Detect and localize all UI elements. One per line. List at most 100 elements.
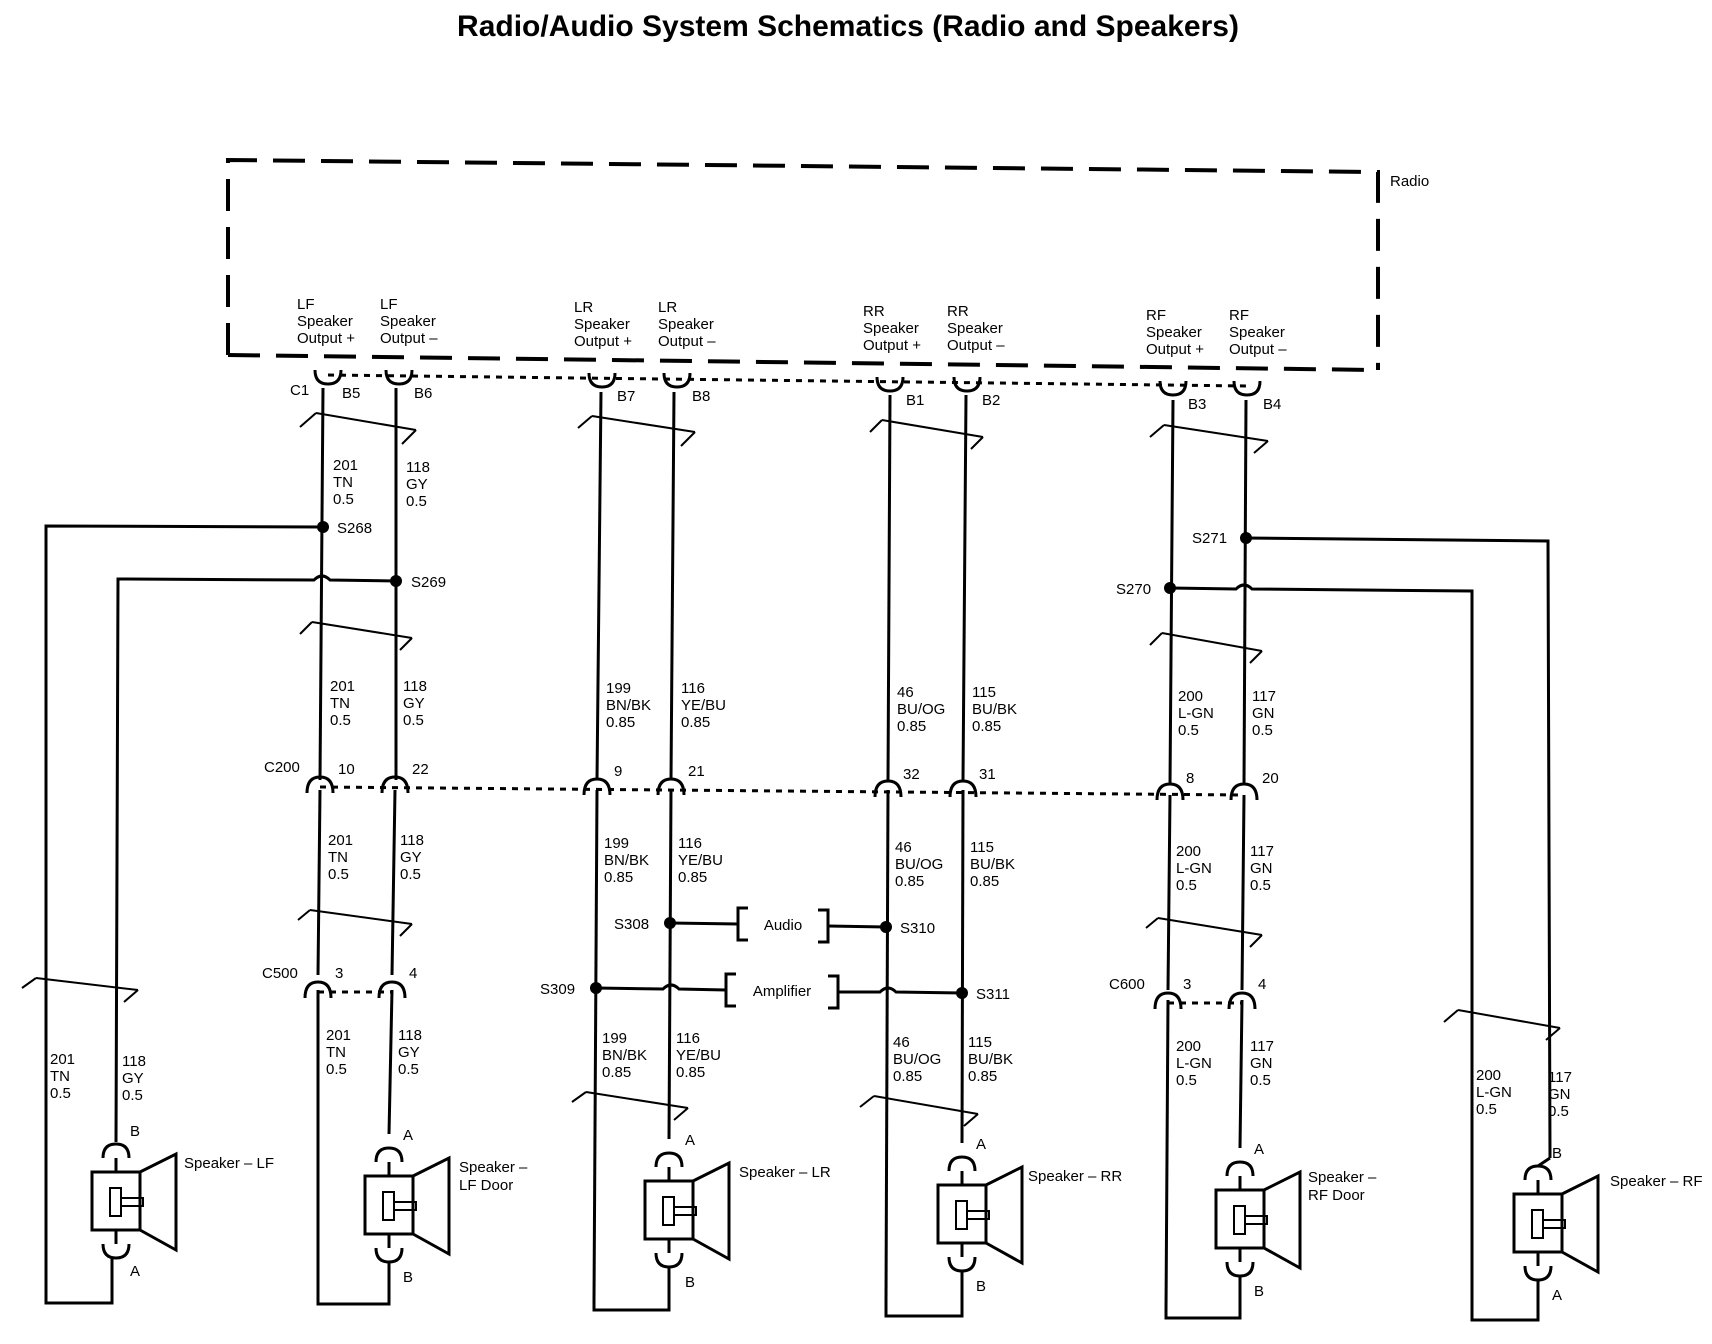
svg-text:YE/BU: YE/BU [676,1047,721,1064]
svg-text:3: 3 [335,965,343,982]
svg-text:200: 200 [1176,843,1201,860]
svg-text:0.85: 0.85 [968,1068,997,1085]
svg-text:Output –: Output – [947,337,1005,354]
pin-b6: B6 [414,385,432,402]
svg-text:Speaker: Speaker [863,320,919,337]
svg-text:0.5: 0.5 [1252,722,1273,739]
speaker-lf: B A Speaker – LF [90,1123,274,1280]
svg-text:0.5: 0.5 [1250,877,1271,894]
svg-text:GY: GY [403,695,425,712]
svg-text:117: 117 [1250,1038,1274,1055]
svg-text:GY: GY [398,1044,420,1061]
audio-box: Audio [669,906,887,944]
svg-text:199: 199 [604,835,629,852]
svg-text:0.85: 0.85 [678,869,707,886]
connector-c600: C600 3 4 [1109,976,1266,1010]
svg-text:10: 10 [338,761,355,778]
pin-b4: B4 [1263,396,1281,413]
svg-text:0.5: 0.5 [333,491,354,508]
svg-text:0.5: 0.5 [400,866,421,883]
svg-text:L-GN: L-GN [1176,1055,1212,1072]
svg-text:B: B [403,1269,413,1286]
svg-text:Speaker: Speaker [658,316,714,333]
svg-text:Output +: Output + [1146,341,1204,358]
svg-text:S310: S310 [900,920,935,937]
svg-text:117: 117 [1250,843,1274,860]
svg-text:117: 117 [1548,1069,1572,1086]
svg-text:0.5: 0.5 [1176,877,1197,894]
svg-text:0.85: 0.85 [606,714,635,731]
svg-text:A: A [1254,1141,1264,1158]
svg-text:TN: TN [50,1068,70,1085]
radio-output-rf-neg: RF Speaker Output – [1229,307,1287,358]
splice-s268: S268 [44,520,372,1305]
radio-output-rr-pos: RR Speaker Output + [863,303,921,354]
svg-text:RR: RR [947,303,969,320]
svg-text:Output +: Output + [574,333,632,350]
svg-text:0.5: 0.5 [1250,1072,1271,1089]
svg-text:S271: S271 [1192,530,1227,547]
svg-text:201: 201 [328,832,353,849]
pin-b1: B1 [906,392,924,409]
pin-b2: B2 [982,392,1000,409]
speaker-lr-label: Speaker – LR [739,1164,831,1181]
splice-s309: S309 [540,981,602,998]
svg-text:TN: TN [330,695,350,712]
svg-text:115: 115 [968,1034,992,1051]
svg-text:S309: S309 [540,981,575,998]
svg-text:S311: S311 [976,986,1010,1003]
svg-text:LR: LR [658,299,677,316]
radio-module: Radio C1 [226,157,1429,399]
connector-c200: C200 10 22 9 21 32 31 8 20 [264,759,1279,801]
wire-labels-mid: 201 TN 0.5 118 GY 0.5 199 BN/BK 0.85 116… [330,678,1276,739]
svg-text:S268: S268 [337,520,372,537]
svg-text:L-GN: L-GN [1476,1084,1512,1101]
svg-text:Speaker: Speaker [380,313,436,330]
svg-text:200: 200 [1176,1038,1201,1055]
svg-text:B: B [1254,1283,1264,1300]
svg-text:201: 201 [326,1027,351,1044]
svg-text:0.5: 0.5 [403,712,424,729]
svg-text:0.85: 0.85 [893,1068,922,1085]
splice-s270: S270 [1116,581,1540,1322]
svg-text:0.5: 0.5 [330,712,351,729]
svg-text:0.85: 0.85 [604,869,633,886]
svg-text:0.85: 0.85 [602,1064,631,1081]
radio-output-lr-neg: LR Speaker Output – [658,299,716,350]
radio-output-lr-pos: LR Speaker Output + [574,299,632,350]
svg-text:A: A [130,1263,140,1280]
svg-text:Speaker: Speaker [947,320,1003,337]
pin-b5: B5 [342,385,360,402]
splice-s308: S308 [614,916,676,933]
svg-text:115: 115 [970,839,994,856]
svg-text:118: 118 [400,832,424,849]
splice-s271: S271 [1192,530,1552,1159]
svg-text:BU/OG: BU/OG [897,701,945,718]
svg-text:B: B [1552,1145,1562,1162]
speaker-rf-door-label-1: Speaker – [1308,1169,1377,1186]
svg-text:201: 201 [333,457,358,474]
svg-text:9: 9 [614,763,622,780]
svg-text:4: 4 [1258,976,1266,993]
svg-text:Output +: Output + [863,337,921,354]
amplifier-label: Amplifier [753,983,811,1000]
svg-text:0.5: 0.5 [122,1087,143,1104]
svg-text:BN/BK: BN/BK [602,1047,647,1064]
svg-text:118: 118 [398,1027,422,1044]
svg-text:Speaker: Speaker [1229,324,1285,341]
wire-labels-upper: 201 TN 0.5 118 GY 0.5 [333,457,430,510]
svg-text:0.85: 0.85 [681,714,710,731]
svg-text:B: B [130,1123,140,1140]
svg-text:GY: GY [400,849,422,866]
svg-text:199: 199 [606,680,631,697]
svg-text:A: A [403,1127,413,1144]
svg-text:0.5: 0.5 [406,493,427,510]
svg-text:20: 20 [1262,770,1279,787]
svg-text:RR: RR [863,303,885,320]
svg-text:BU/BK: BU/BK [972,701,1017,718]
svg-text:L-GN: L-GN [1176,860,1212,877]
svg-text:RF: RF [1146,307,1166,324]
svg-text:0.85: 0.85 [897,718,926,735]
speaker-feed-wires [1537,1156,1551,1168]
svg-text:118: 118 [403,678,427,695]
